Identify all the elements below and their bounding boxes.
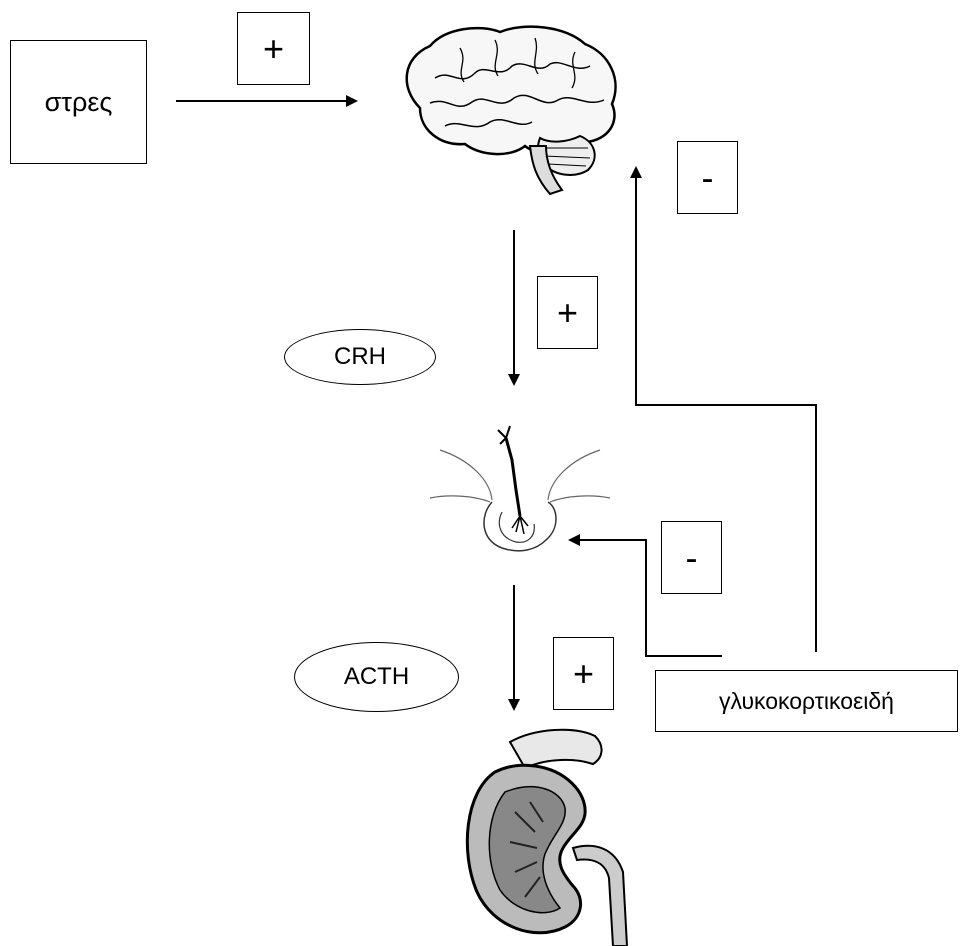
sign-box-pituitary-to-adrenal: +: [553, 637, 614, 710]
minus-sign: -: [702, 160, 714, 196]
glucocorticoids-box: γλυκοκορτικοειδή: [655, 670, 958, 732]
minus-sign: -: [686, 540, 698, 576]
glucocorticoids-label: γλυκοκορτικοειδή: [719, 688, 894, 715]
plus-sign: +: [573, 656, 594, 692]
acth-label-ellipse: ACTH: [294, 642, 459, 712]
sign-box-feedback-pituitary: -: [661, 521, 722, 594]
sign-box-brain-to-pituitary: +: [537, 276, 598, 349]
acth-label: ACTH: [344, 663, 409, 691]
adrenal-kidney-illustration: [455, 722, 640, 946]
sign-box-feedback-brain: -: [677, 141, 738, 214]
stress-box: στρες: [10, 40, 147, 164]
sign-box-stress-to-brain: +: [237, 12, 310, 85]
crh-label-ellipse: CRH: [284, 329, 436, 385]
crh-label: CRH: [334, 343, 386, 371]
plus-sign: +: [557, 295, 578, 331]
plus-sign: +: [263, 31, 284, 67]
pituitary-illustration: [420, 420, 620, 560]
stress-label: στρες: [45, 87, 113, 118]
brain-illustration: [390, 18, 630, 198]
